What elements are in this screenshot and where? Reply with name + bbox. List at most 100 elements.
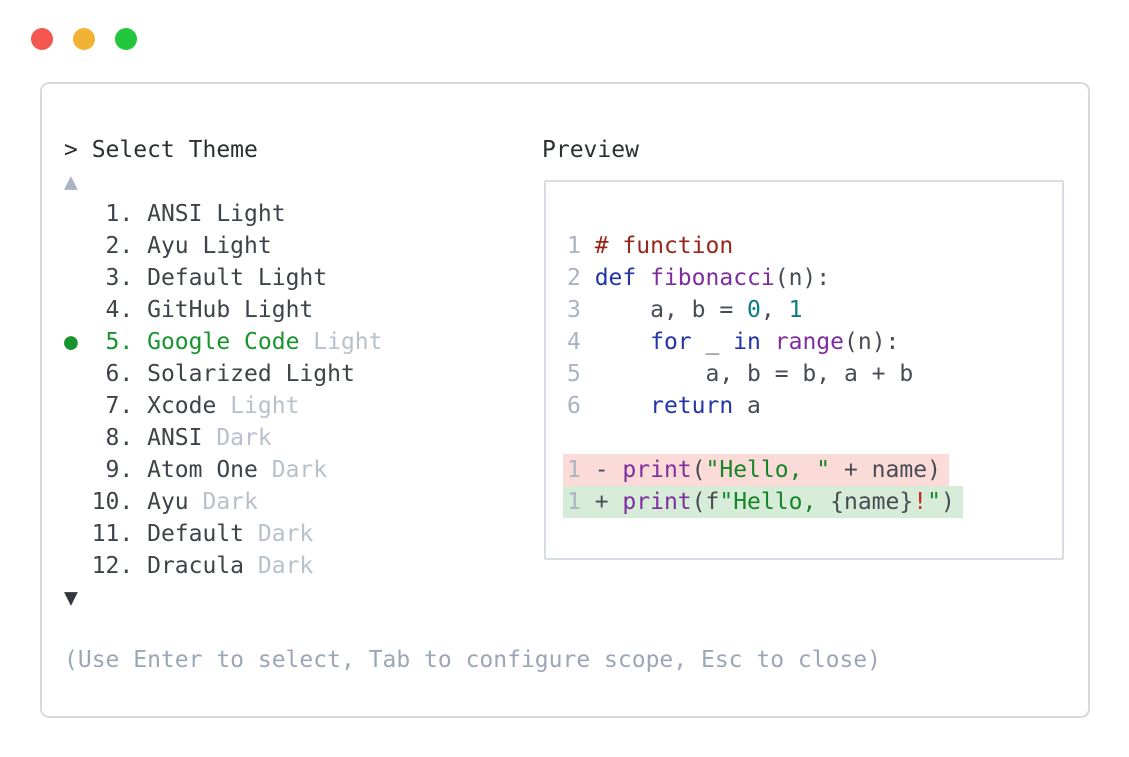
theme-variant: Light <box>299 329 383 355</box>
bullet-spacer <box>64 521 92 547</box>
code-token-plain: (n): <box>844 329 900 355</box>
minimize-button[interactable] <box>73 28 95 50</box>
diff-line-added: 1 + print(f"Hello, {name}!") <box>563 486 1062 518</box>
code-line: 4 for _ in range(n): <box>567 326 1062 358</box>
bullet-spacer <box>64 489 92 515</box>
theme-item-ansi-dark[interactable]: 8. ANSI Dark <box>64 422 383 454</box>
theme-name: Ayu <box>147 233 189 259</box>
theme-variant: Light <box>271 361 355 387</box>
code-token-plain: , <box>760 297 789 323</box>
item-number: 6. <box>91 361 148 387</box>
line-number: 4 <box>567 329 595 355</box>
bullet-spacer <box>64 297 92 323</box>
line-number: 6 <box>567 393 595 419</box>
code-token-plain: _ <box>691 329 734 355</box>
theme-item-xcode-light[interactable]: 7. Xcode Light <box>64 390 383 422</box>
bullet-spacer <box>64 425 92 451</box>
bullet-spacer <box>64 393 92 419</box>
item-number: 9. <box>91 457 148 483</box>
code-token-keyword: return <box>650 393 734 419</box>
line-number: 1 <box>567 489 581 515</box>
theme-item-solarized-light[interactable]: 6. Solarized Light <box>64 358 383 390</box>
theme-name: Ayu <box>147 489 189 515</box>
theme-name: Default <box>147 265 245 291</box>
code-token-string: "Hello, <box>719 489 831 515</box>
theme-variant: Dark <box>202 425 272 451</box>
theme-prompt: > Select Theme <box>64 137 258 163</box>
theme-variant: Light <box>202 201 286 227</box>
theme-item-ayu-dark[interactable]: 10. Ayu Dark <box>64 486 383 518</box>
theme-item-ayu-light[interactable]: 2. Ayu Light <box>64 230 383 262</box>
item-number: 12. <box>91 553 148 579</box>
code-token-plain: {name} <box>830 489 914 515</box>
theme-item-default-dark[interactable]: 11. Default Dark <box>64 518 383 550</box>
theme-selector-window: > Select Theme ▲ 1. ANSI Light 2. Ayu Li… <box>40 82 1090 718</box>
theme-item-dracula-dark[interactable]: 12. Dracula Dark <box>64 550 383 582</box>
code-token-fname: range <box>774 329 844 355</box>
zoom-button[interactable] <box>115 28 137 50</box>
close-button[interactable] <box>31 28 53 50</box>
theme-variant: Light <box>244 265 328 291</box>
theme-item-default-light[interactable]: 3. Default Light <box>64 262 383 294</box>
scroll-up-icon[interactable]: ▲ <box>64 169 78 195</box>
code-token-plain: a <box>733 393 761 419</box>
code-token-plain: - <box>580 457 623 483</box>
code-token-keyword: in <box>733 329 761 355</box>
bullet-spacer <box>64 361 92 387</box>
code-token-plain: (f <box>691 489 720 515</box>
item-number: 5. <box>91 329 148 355</box>
code-token-literal: 0 <box>747 297 761 323</box>
scroll-down-icon[interactable]: ▼ <box>64 585 78 611</box>
code-token-plain: (n): <box>774 265 831 291</box>
theme-item-github-light[interactable]: 4. GitHub Light <box>64 294 383 326</box>
code-line: 2 def fibonacci(n): <box>567 262 1062 294</box>
line-number: 5 <box>567 361 595 387</box>
item-number: 8. <box>91 425 148 451</box>
theme-item-ansi-light[interactable]: 1. ANSI Light <box>64 198 383 230</box>
item-number: 7. <box>91 393 148 419</box>
item-number: 1. <box>91 201 148 227</box>
code-token-fname: print <box>622 489 692 515</box>
code-token-literal: 1 <box>788 297 803 323</box>
code-token-plain <box>761 329 775 355</box>
theme-variant: Light <box>230 297 314 323</box>
code-token-plain: a, b = <box>594 297 748 323</box>
theme-list: 1. ANSI Light 2. Ayu Light 3. Default Li… <box>64 198 383 582</box>
theme-name: Dracula <box>147 553 245 579</box>
code-token-plain: ( <box>691 457 706 483</box>
code-token-keyword: def <box>594 265 637 291</box>
bullet-spacer <box>64 265 92 291</box>
code-token-plain: a, b = b, a + b <box>594 361 914 387</box>
theme-name: ANSI <box>147 201 203 227</box>
theme-item-atom-one-dark[interactable]: 9. Atom One Dark <box>64 454 383 486</box>
code-token-plain <box>595 329 650 355</box>
bullet-spacer <box>64 457 92 483</box>
item-number: 3. <box>91 265 148 291</box>
code-token-fname: print <box>622 457 692 483</box>
code-token-fname: fibonacci <box>650 265 775 291</box>
theme-name: Solarized <box>147 361 272 387</box>
preview-label: Preview <box>542 137 639 163</box>
theme-variant: Dark <box>188 489 258 515</box>
theme-variant: Dark <box>244 553 314 579</box>
bullet-spacer <box>64 553 92 579</box>
code-token-exclaim: ! <box>913 489 928 515</box>
code-token-comment: # function <box>594 233 734 259</box>
theme-variant: Light <box>216 393 300 419</box>
item-number: 2. <box>91 233 148 259</box>
theme-variant: Dark <box>244 521 314 547</box>
line-number: 1 <box>567 233 595 259</box>
diff-chip-added: 1 + print(f"Hello, {name}!") <box>563 486 963 518</box>
code-token-plain: + <box>580 489 623 515</box>
diff-line-removed: 1 - print("Hello, " + name) <box>563 454 1062 486</box>
theme-item-google-code-light[interactable]: ● 5. Google Code Light <box>64 326 383 358</box>
theme-name: Xcode <box>147 393 217 419</box>
hint-text: (Use Enter to select, Tab to configure s… <box>64 647 881 673</box>
bullet-spacer <box>64 233 92 259</box>
code-token-string: " <box>927 489 941 515</box>
code-token-plain: ) <box>940 489 955 515</box>
code-token-plain <box>636 265 650 291</box>
theme-name: Default <box>147 521 245 547</box>
